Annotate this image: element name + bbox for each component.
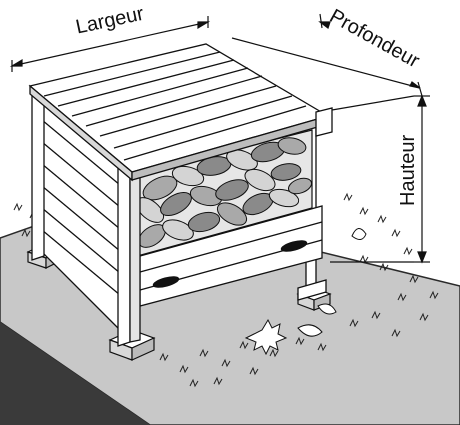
width-dimension-line <box>11 21 209 67</box>
dimension-lines <box>9 13 430 264</box>
corner-posts <box>31 87 141 347</box>
height-label: Hauteur <box>397 134 419 206</box>
lid <box>28 43 333 182</box>
grass-tufts <box>13 192 439 388</box>
leaf-pile <box>135 137 313 248</box>
depth-dimension-line <box>231 37 421 89</box>
ground-leaves <box>244 228 367 356</box>
